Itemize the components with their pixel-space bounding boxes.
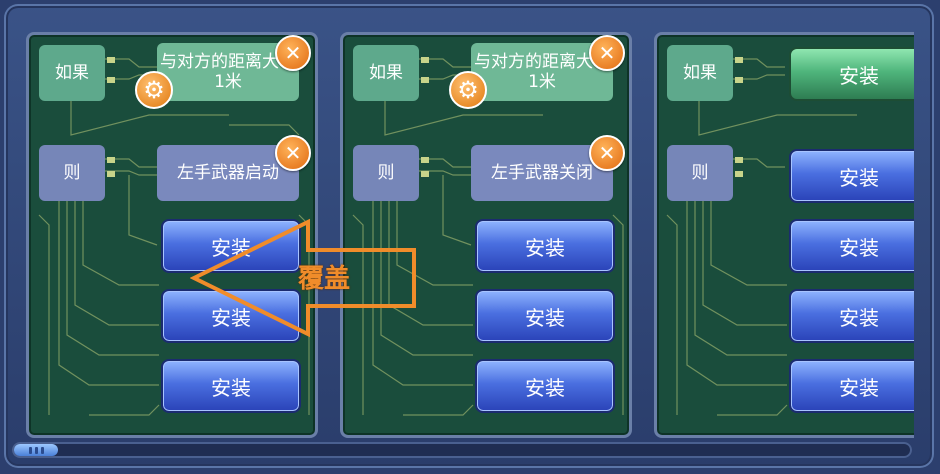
connector xyxy=(735,171,743,177)
connector xyxy=(107,77,115,83)
connector xyxy=(107,171,115,177)
install-slot-button[interactable]: 安装 xyxy=(161,359,301,413)
condition-node[interactable]: 与对方的距离大于1米 xyxy=(157,43,299,101)
install-slot-button[interactable]: 安装 xyxy=(789,219,914,273)
then-node: 则 xyxy=(667,145,733,201)
if-node: 如果 xyxy=(39,45,105,101)
install-slot-button[interactable]: 安装 xyxy=(789,149,914,203)
scroll-thumb[interactable] xyxy=(14,444,58,456)
arrow-left-icon xyxy=(190,218,416,338)
connector xyxy=(421,77,429,83)
install-slot-button[interactable]: 安装 xyxy=(475,359,615,413)
circuit-decoration xyxy=(352,58,624,416)
panel-viewport[interactable]: 如果 与对方的距离大于1米 ✕ ⚙ 则 左手武器启动 ✕ 安装 安装 安装 xyxy=(18,26,914,438)
overlay-label: 覆盖 xyxy=(298,264,351,294)
condition-install-button[interactable]: 安装 xyxy=(789,47,914,101)
if-node: 如果 xyxy=(667,45,733,101)
gear-icon[interactable]: ⚙ xyxy=(135,71,173,109)
then-node: 则 xyxy=(353,145,419,201)
close-icon[interactable]: ✕ xyxy=(589,135,625,171)
if-node: 如果 xyxy=(353,45,419,101)
gear-icon[interactable]: ⚙ xyxy=(449,71,487,109)
rule-panel-2: 如果 与对方的距离大于1米 ✕ ⚙ 则 左手武器关闭 ✕ 安装 安装 安装 xyxy=(340,32,632,438)
install-slot-button[interactable]: 安装 xyxy=(789,289,914,343)
connector xyxy=(421,157,429,163)
rule-panel-1: 如果 与对方的距离大于1米 ✕ ⚙ 则 左手武器启动 ✕ 安装 安装 安装 xyxy=(26,32,318,438)
install-slot-button[interactable]: 安装 xyxy=(789,359,914,413)
horizontal-scrollbar[interactable] xyxy=(12,442,912,458)
close-icon[interactable]: ✕ xyxy=(275,135,311,171)
connector xyxy=(107,57,115,63)
install-slot-button[interactable]: 安装 xyxy=(161,219,301,273)
connector xyxy=(735,157,743,163)
connector xyxy=(421,171,429,177)
close-icon[interactable]: ✕ xyxy=(275,35,311,71)
install-slot-button[interactable]: 安装 xyxy=(475,289,615,343)
connector xyxy=(421,57,429,63)
editor-frame: 如果 与对方的距离大于1米 ✕ ⚙ 则 左手武器启动 ✕ 安装 安装 安装 xyxy=(4,4,934,468)
connector xyxy=(735,57,743,63)
connector xyxy=(107,157,115,163)
circuit-decoration xyxy=(38,58,310,416)
circuit-decoration xyxy=(666,58,857,416)
then-node: 则 xyxy=(39,145,105,201)
rule-panel-3: 如果 安装 则 安装 安装 安装 安装 xyxy=(654,32,914,438)
install-slot-button[interactable]: 安装 xyxy=(475,219,615,273)
close-icon[interactable]: ✕ xyxy=(589,35,625,71)
connector xyxy=(735,77,743,83)
